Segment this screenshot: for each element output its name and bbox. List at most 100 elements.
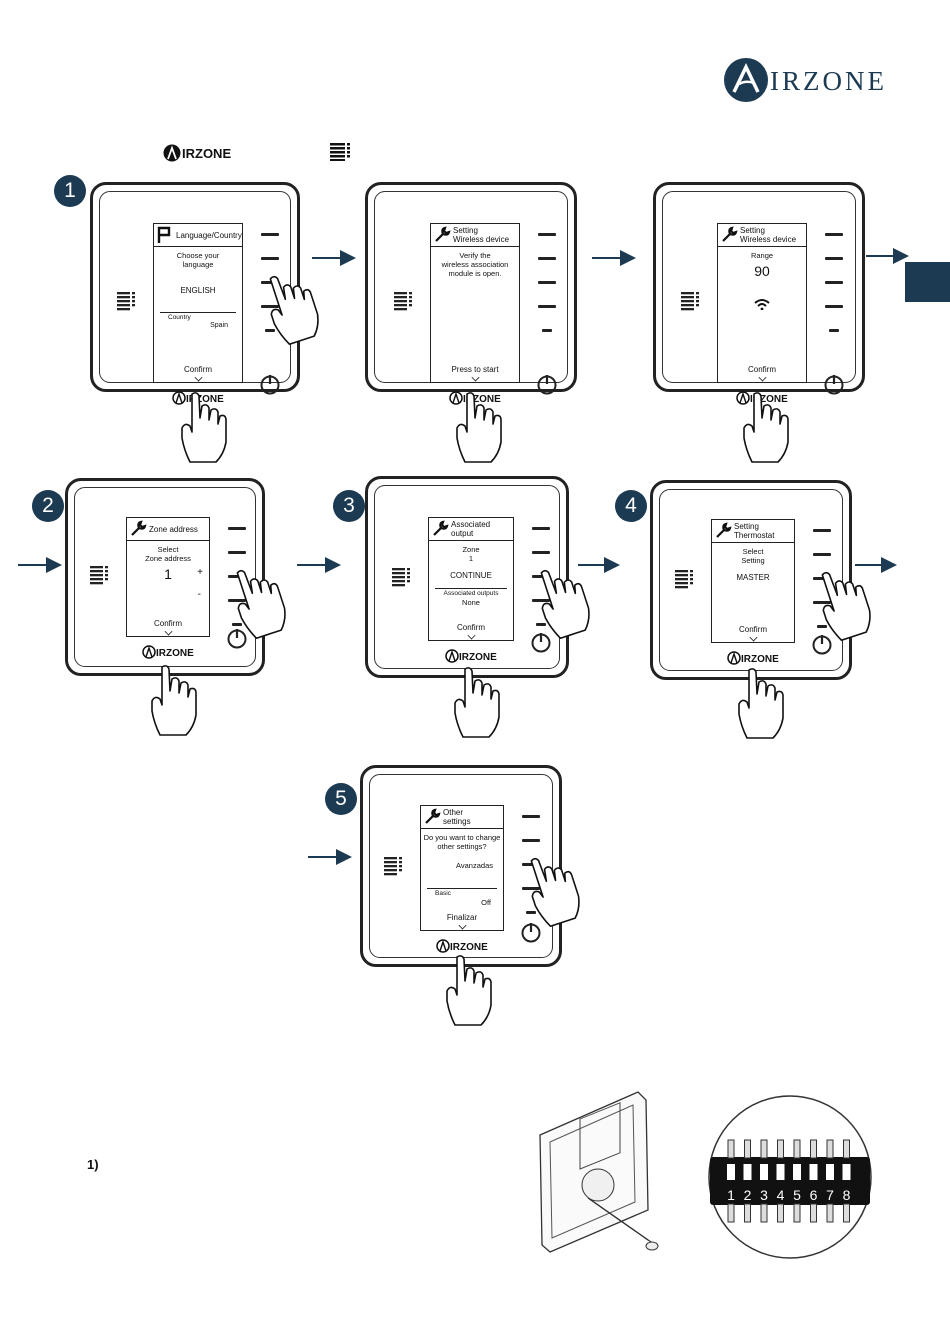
side-button[interactable] [525, 911, 536, 914]
side-button[interactable] [813, 553, 831, 556]
svg-text:IRZONE: IRZONE [186, 394, 224, 405]
device-airzone-logo: IRZONE [436, 939, 496, 953]
pointing-hand-icon [258, 263, 335, 349]
minus-label: - [197, 589, 201, 600]
side-button[interactable] [522, 839, 540, 842]
side-button[interactable] [535, 623, 546, 626]
side-button[interactable] [825, 233, 843, 236]
menu-icon[interactable] [675, 569, 695, 589]
power-icon[interactable] [226, 627, 248, 649]
side-button[interactable] [532, 527, 550, 530]
side-button[interactable] [532, 599, 550, 602]
dip-pin [793, 1203, 801, 1223]
side-button[interactable] [538, 305, 556, 308]
side-button[interactable] [813, 577, 831, 580]
screen-text: Associated outputs [435, 588, 507, 598]
side-buttons [813, 529, 831, 653]
screen-text: Select [742, 547, 764, 556]
menu-icon[interactable] [681, 291, 701, 311]
side-button[interactable] [522, 863, 540, 866]
chevron-down-icon [749, 633, 758, 642]
side-button[interactable] [541, 329, 552, 332]
menu-icon[interactable] [384, 856, 404, 876]
dip-switch-lever [776, 1164, 785, 1180]
language-side-tab [905, 262, 950, 302]
side-button[interactable] [813, 529, 831, 532]
screen-bottom-label: Confirm [747, 365, 776, 374]
side-button[interactable] [825, 305, 843, 308]
dip-pin [843, 1139, 850, 1159]
side-button[interactable] [538, 257, 556, 260]
screen-bottom-label: Finalizar [446, 913, 478, 922]
wifi-icon [718, 298, 806, 312]
menu-icon[interactable] [392, 567, 412, 587]
svg-text:IRZONE: IRZONE [156, 648, 194, 659]
power-icon[interactable] [536, 373, 558, 395]
side-buttons [261, 233, 279, 393]
step-badge: 5 [325, 783, 357, 815]
side-button[interactable] [532, 575, 550, 578]
power-icon[interactable] [811, 633, 833, 655]
side-button[interactable] [228, 599, 246, 602]
side-button[interactable] [231, 623, 242, 626]
screen-bottom-label: Confirm [183, 365, 212, 374]
svg-text:IRZONE: IRZONE [463, 394, 501, 405]
side-button[interactable] [261, 281, 279, 284]
screen-text: Zone [462, 545, 480, 554]
header-line: Associated output [451, 520, 491, 538]
dip-pin [727, 1139, 735, 1159]
dip-switch-number: 6 [810, 1187, 818, 1203]
side-button[interactable] [532, 551, 550, 554]
side-button[interactable] [264, 329, 275, 332]
dip-switch-number: 4 [777, 1187, 785, 1203]
side-button[interactable] [522, 815, 540, 818]
wrench-icon [714, 522, 732, 540]
side-button[interactable] [522, 887, 540, 890]
screen-header-title: Associated output [451, 520, 513, 538]
side-button[interactable] [261, 305, 279, 308]
dip-pin [843, 1203, 850, 1223]
menu-icon[interactable] [394, 291, 414, 311]
spacer [154, 303, 242, 312]
side-button[interactable] [816, 625, 827, 628]
flag-icon [156, 226, 174, 244]
side-button[interactable] [813, 601, 831, 604]
power-icon[interactable] [530, 631, 552, 653]
header-line: Setting [734, 522, 759, 531]
dip-switch-lever [842, 1164, 851, 1180]
side-button[interactable] [261, 233, 279, 236]
power-icon[interactable] [823, 373, 845, 395]
menu-icon[interactable] [117, 291, 137, 311]
screen-text: other settings? [437, 842, 487, 851]
airzone-logo: IRZONE [724, 58, 894, 104]
side-button[interactable] [228, 527, 246, 530]
side-button[interactable] [825, 281, 843, 284]
menu-icon[interactable] [90, 565, 110, 585]
side-buttons [522, 815, 540, 941]
side-button[interactable] [228, 575, 246, 578]
side-button[interactable] [825, 257, 843, 260]
side-button[interactable] [538, 233, 556, 236]
header-line: Zone address [149, 524, 198, 534]
pointing-hand-icon [455, 392, 513, 464]
step-badge: 3 [333, 490, 365, 522]
power-icon[interactable] [520, 921, 542, 943]
footnote-marker: 1) [87, 1157, 99, 1172]
pointing-hand-icon [150, 665, 208, 737]
dip-pin [777, 1203, 784, 1223]
pointing-hand-icon [225, 557, 302, 643]
dip-switch-lever [760, 1164, 768, 1180]
side-button[interactable] [261, 257, 279, 260]
screen-text: wireless association [441, 260, 509, 269]
side-button[interactable] [538, 281, 556, 284]
side-button[interactable] [228, 551, 246, 554]
power-icon[interactable] [259, 373, 281, 395]
side-button[interactable] [828, 329, 839, 332]
dip-switch-lever [793, 1164, 801, 1180]
side-buttons [532, 527, 550, 651]
